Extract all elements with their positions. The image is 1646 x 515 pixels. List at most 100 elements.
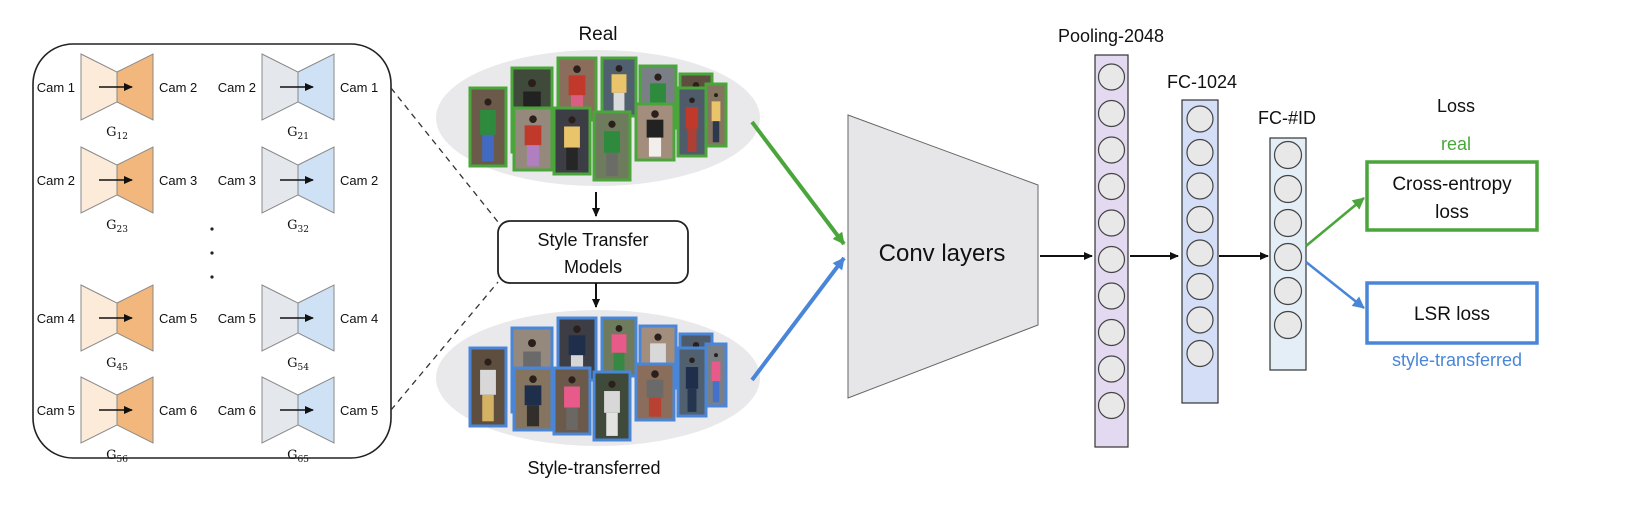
generator-65: Cam 6 Cam 5 G65	[218, 376, 378, 465]
neuron-node	[1186, 339, 1214, 368]
real-image-collage	[468, 56, 728, 182]
neuron-node	[1186, 272, 1214, 301]
pedestrian-thumbnail	[704, 82, 728, 148]
neuron-node	[1097, 391, 1126, 420]
ellipsis-dots	[210, 227, 214, 279]
pedestrian-thumbnail	[592, 110, 632, 182]
style-transfer-box	[497, 220, 689, 284]
loss-header: Loss	[1437, 96, 1475, 116]
generator-source-cam: Cam 3	[218, 173, 256, 188]
generator-label: G21	[287, 125, 309, 142]
pedestrian-thumbnail	[512, 106, 554, 172]
generator-target-cam: Cam 6	[159, 403, 197, 418]
fc1024-nodes	[1186, 105, 1214, 368]
pedestrian-thumbnail	[704, 342, 728, 408]
generator-label: G32	[287, 218, 309, 235]
neuron-node	[1273, 310, 1303, 340]
generator-label: G23	[106, 218, 128, 235]
neuron-node	[1097, 63, 1126, 91]
pedestrian-thumbnail	[592, 370, 632, 442]
neuron-node	[1186, 239, 1214, 267]
arrow-to-cross-entropy	[1305, 197, 1365, 247]
pedestrian-thumbnail	[676, 346, 708, 418]
pedestrian-thumbnail	[600, 56, 638, 118]
neuron-node	[1097, 355, 1126, 383]
generator-panel	[32, 43, 392, 459]
generator-label: G65	[287, 448, 309, 465]
generator-12: Cam 1 Cam 2 G12	[37, 53, 197, 142]
generator-decoder-shape	[297, 146, 335, 214]
pedestrian-thumbnail	[552, 366, 592, 436]
generator-label: G54	[287, 356, 309, 373]
neuron-node	[1097, 136, 1126, 164]
neuron-node	[1097, 172, 1126, 201]
generator-label: G45	[106, 356, 128, 373]
generator-decoder-shape	[116, 53, 154, 121]
style-transferred-tag: style-transferred	[1392, 350, 1522, 370]
generator-decoder-shape	[297, 53, 335, 121]
generator-32: Cam 3 Cam 2 G32	[218, 146, 378, 235]
neuron-node	[1097, 209, 1126, 237]
lsr-loss-box	[1365, 281, 1539, 345]
pedestrian-thumbnail	[600, 316, 638, 378]
generator-decoder-shape	[116, 146, 154, 214]
generator-decoder-shape	[116, 376, 154, 444]
real-tag: real	[1441, 134, 1471, 154]
neuron-node	[1097, 245, 1126, 274]
generator-source-cam: Cam 6	[218, 403, 256, 418]
generator-label: G56	[106, 448, 128, 465]
neuron-node	[1097, 99, 1126, 128]
neuron-node	[1097, 282, 1126, 310]
arrow-to-lsr	[1305, 261, 1365, 309]
fcid-label: FC-#ID	[1258, 108, 1316, 128]
pooling-nodes	[1097, 63, 1126, 420]
generator-45: Cam 4 Cam 5 G45	[37, 284, 197, 373]
generator-source-cam: Cam 5	[37, 403, 75, 418]
generator-target-cam: Cam 2	[340, 173, 378, 188]
fc1024-label: FC-1024	[1167, 72, 1237, 92]
generator-source-cam: Cam 4	[37, 311, 75, 326]
style-transfer-label-line2: Models	[564, 257, 622, 277]
neuron-node	[1097, 318, 1126, 347]
generator-target-cam: Cam 1	[340, 80, 378, 95]
pedestrian-thumbnail	[468, 346, 508, 428]
neuron-node	[1186, 306, 1214, 334]
generator-source-cam: Cam 2	[218, 80, 256, 95]
neuron-node	[1186, 138, 1214, 167]
generator-target-cam: Cam 4	[340, 311, 378, 326]
generator-56: Cam 5 Cam 6 G56	[37, 376, 197, 465]
cross-entropy-label-line2: loss	[1435, 202, 1469, 223]
zoom-line-bottom	[390, 281, 499, 411]
generator-target-cam: Cam 2	[159, 80, 197, 95]
cross-entropy-box	[1365, 160, 1539, 232]
neuron-node	[1273, 174, 1303, 204]
pedestrian-thumbnail	[634, 362, 676, 422]
real-label: Real	[578, 24, 617, 45]
generator-decoder-shape	[116, 284, 154, 352]
neuron-node	[1273, 140, 1303, 170]
pedestrian-thumbnail	[468, 86, 508, 168]
generator-decoder-shape	[297, 284, 335, 352]
generator-source-cam: Cam 1	[37, 80, 75, 95]
pooling-label: Pooling-2048	[1058, 26, 1164, 46]
lsr-loss-label: LSR loss	[1414, 304, 1490, 325]
neuron-node	[1273, 242, 1303, 272]
pedestrian-thumbnail	[676, 86, 708, 158]
style-transfer-label-line1: Style Transfer	[537, 230, 648, 250]
conv-layers-label: Conv layers	[879, 240, 1006, 267]
neuron-node	[1186, 172, 1214, 200]
generator-decoder-shape	[297, 376, 335, 444]
generator-label: G12	[106, 125, 128, 142]
generator-target-cam: Cam 5	[159, 311, 197, 326]
neuron-node	[1186, 105, 1214, 133]
transferred-image-collage	[468, 316, 728, 442]
generator-21: Cam 2 Cam 1 G21	[218, 53, 378, 142]
neuron-node	[1273, 208, 1303, 238]
arrow-transferred-to-conv	[750, 256, 846, 382]
arrow-real-to-conv	[750, 120, 846, 246]
generator-target-cam: Cam 5	[340, 403, 378, 418]
